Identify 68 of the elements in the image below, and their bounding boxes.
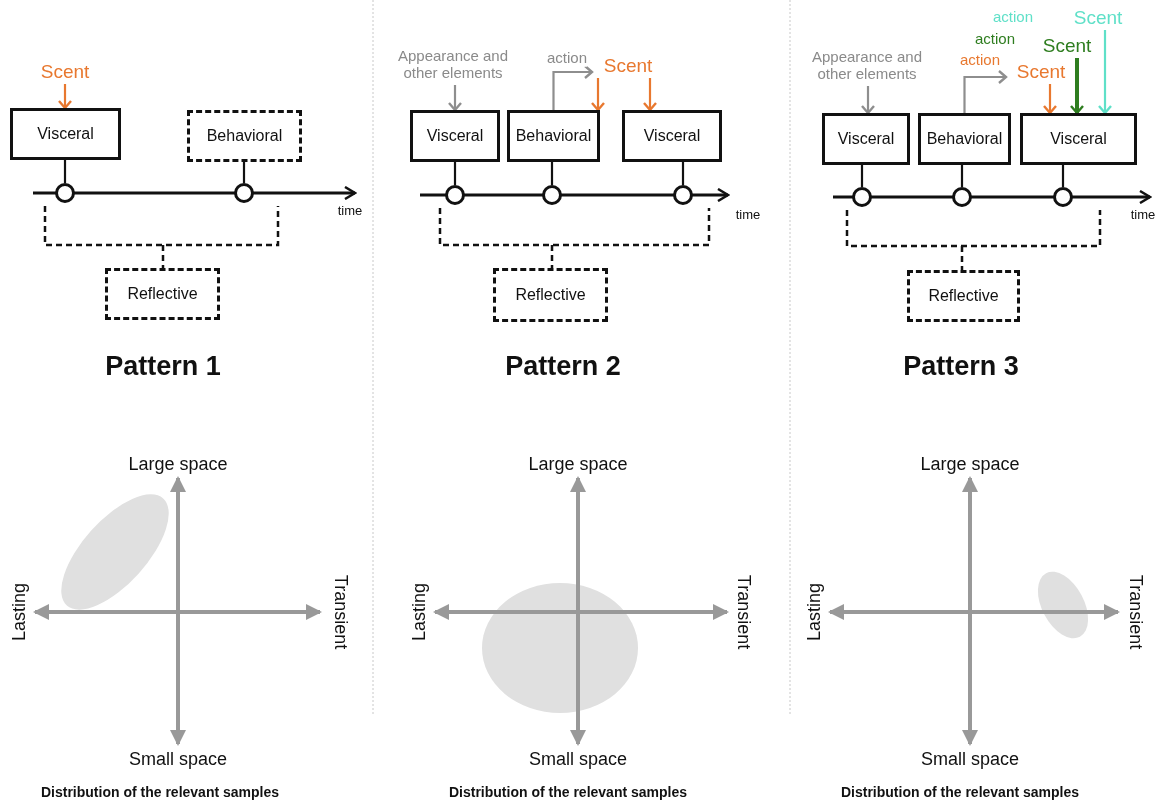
axis-label: Large space	[920, 455, 1020, 475]
connector-line	[1061, 165, 1065, 187]
arrow	[552, 64, 594, 110]
connector-line	[681, 162, 685, 185]
input-label: Scent	[1016, 61, 1066, 83]
axis-label: Small space	[129, 750, 227, 770]
arrow	[1069, 58, 1085, 115]
timeline-circle	[542, 185, 562, 205]
action-label: action	[975, 30, 1015, 48]
pattern-title: Pattern 3	[903, 352, 1019, 382]
arrow	[963, 69, 1008, 113]
axis-label: Small space	[529, 750, 627, 770]
stage-box: Behavioral	[918, 113, 1011, 165]
chart-caption: Distribution of the relevant samples	[448, 785, 688, 801]
pattern-title: Pattern 1	[105, 352, 221, 382]
input-label: Scent	[1073, 7, 1123, 29]
axis-label: Large space	[128, 455, 228, 475]
timeline-circle	[234, 183, 254, 203]
input-label: Scent	[1042, 35, 1092, 57]
edge-label: action	[547, 49, 587, 67]
time-label: time	[735, 207, 761, 223]
timeline-circle	[55, 183, 75, 203]
timeline-circle	[952, 187, 972, 207]
arrow	[590, 78, 606, 112]
axis-label: Transient	[733, 574, 753, 650]
connector-line	[960, 165, 964, 187]
dashed-stage-box: Behavioral	[187, 110, 302, 162]
axis-label: Large space	[528, 455, 628, 475]
arrow	[1097, 30, 1113, 115]
chart-caption: Distribution of the relevant samples	[840, 785, 1080, 801]
axis-label: Lasting	[410, 583, 430, 641]
connector-line	[63, 160, 67, 183]
arrow	[642, 78, 658, 112]
arrow	[1042, 84, 1058, 115]
timeline-circle	[673, 185, 693, 205]
connector-line	[860, 165, 864, 187]
stage-box: Visceral	[10, 108, 121, 160]
axis-label: Lasting	[805, 583, 825, 641]
dashed-stage-box: Reflective	[493, 268, 608, 322]
timeline-circle	[1053, 187, 1073, 207]
timeline-circle	[852, 187, 872, 207]
axis-label: Transient	[330, 574, 350, 650]
action-label: action	[993, 8, 1033, 26]
dashed-stage-box: Reflective	[105, 268, 220, 320]
pattern-title: Pattern 2	[505, 352, 621, 382]
stage-box: Visceral	[822, 113, 910, 165]
arrow	[447, 85, 463, 112]
input-label: Scent	[603, 55, 653, 77]
input-label: Appearance and other elements	[396, 46, 510, 82]
connector-line	[550, 162, 554, 185]
stage-box: Visceral	[410, 110, 500, 162]
arrow	[57, 84, 73, 110]
chart-caption: Distribution of the relevant samples	[40, 785, 280, 801]
axis-label: Small space	[921, 750, 1019, 770]
stage-box: Visceral	[1020, 113, 1137, 165]
stage-box: Behavioral	[507, 110, 600, 162]
timeline-circle	[445, 185, 465, 205]
dashed-stage-box: Reflective	[907, 270, 1020, 322]
time-label: time	[1130, 207, 1156, 223]
input-label: Scent	[40, 61, 90, 83]
connector-line	[242, 162, 246, 183]
axis-label: Lasting	[10, 583, 30, 641]
input-label: Appearance and other elements	[810, 47, 924, 83]
connector-line	[453, 162, 457, 185]
time-label: time	[337, 203, 363, 219]
arrow	[860, 86, 876, 115]
stage-box: Visceral	[622, 110, 722, 162]
axis-label: Transient	[1125, 574, 1145, 650]
